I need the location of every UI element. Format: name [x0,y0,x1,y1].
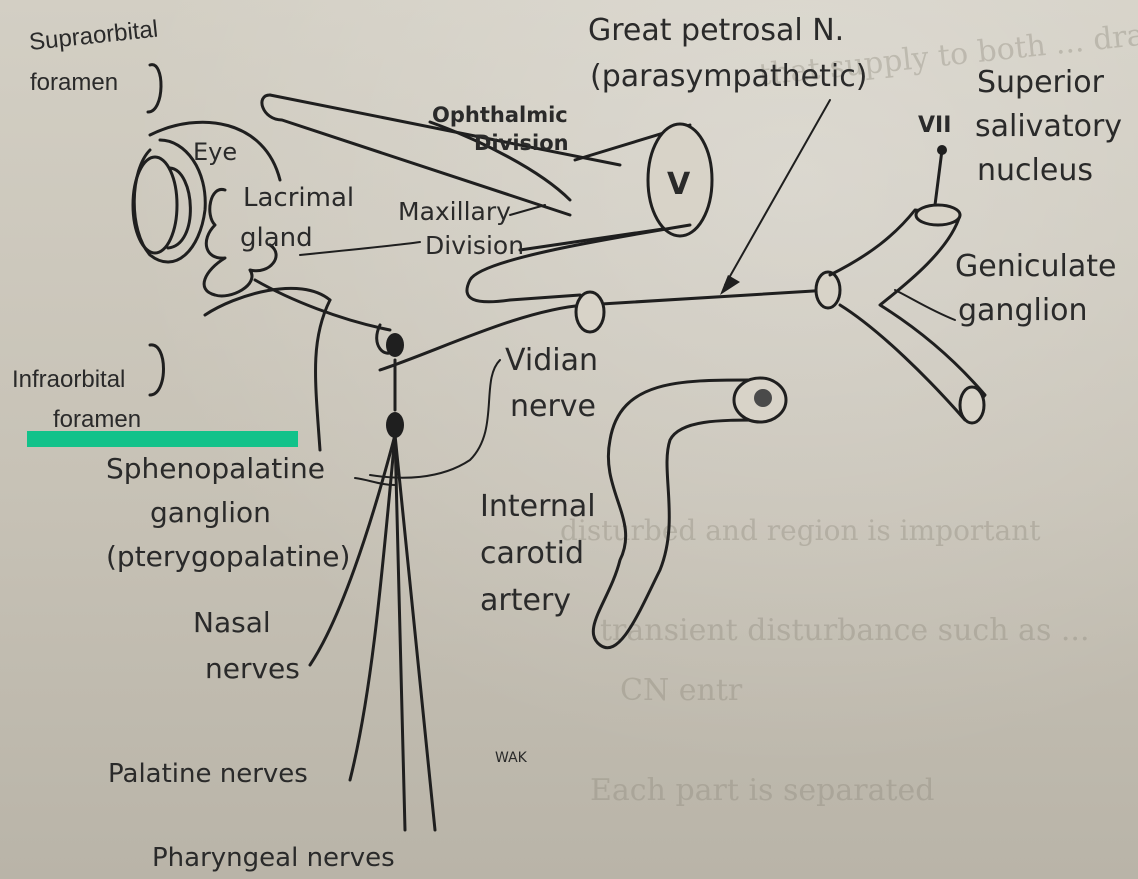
superior-label: Superior [977,65,1105,100]
vii-label: VII [918,113,951,138]
v-label: V [667,167,691,202]
great-petrosal-label: Great petrosal N. [588,13,844,48]
svg-text:disturbed and region is import: disturbed and region is important [560,514,1041,547]
eye-label: Eye [193,138,237,166]
lacrimal-label: Lacrimal [243,183,354,213]
infraorbital-label: Infraorbital [12,366,125,393]
internal-label: Internal [480,489,596,524]
supraorbital-label: Supraorbital [28,16,160,56]
svg-text:CN entr: CN entr [620,673,743,708]
salivatory-label: salivatory [975,109,1122,144]
maxillary-division-connector [300,242,420,255]
sphenopalatine-label: Sphenopalatine [106,452,325,485]
ophthalmic-label-2: Division [474,131,569,155]
geniculate-pointer [895,290,955,320]
sphenopalatine-label-3: (pterygopalatine) [106,540,350,573]
pharyngeal-label: Pharyngeal nerves [152,843,395,873]
supraorbital-label-2: foramen [30,69,118,96]
great-petrosal-arrow [720,100,830,295]
great-petrosal-label-2: (parasympathetic) [590,59,867,94]
geniculate-ganglion-drawing [830,145,985,423]
infraorbital-foramen-bracket [150,345,164,395]
signature-label: WAK [495,750,528,766]
vidian-label: Vidian [505,343,598,378]
maxillary-label: Maxillary [398,197,511,226]
artery-label: artery [480,583,571,618]
vidian-nerve-line [380,272,840,370]
ophthalmic-label: Ophthalmic [432,103,568,127]
internal-carotid-artery-drawing [593,378,786,648]
lacrimal-label-2: gland [240,223,313,253]
nucleus-label: nucleus [977,153,1093,188]
geniculate-label: Geniculate [955,249,1117,284]
svg-text:Each part is separated: Each part is separated [590,773,934,808]
maxillary-label-2: Division [425,231,524,260]
geniculate-label-2: ganglion [958,293,1088,328]
sphenopalatine-label-2: ganglion [150,496,271,529]
nasal-label: Nasal [193,606,271,639]
supraorbital-foramen-bracket [148,65,161,112]
carotid-label: carotid [480,536,584,571]
nasal-label-2: nerves [205,652,300,685]
infraorbital-label-2: foramen [53,406,141,433]
highlight-bar [27,431,298,447]
sphenopalatine-pointer [355,478,395,485]
palatine-label: Palatine nerves [108,759,308,789]
svg-text:transient disturbance such as: transient disturbance such as ... [600,613,1089,648]
maxillary-pointer [510,205,545,215]
vidian-label-2: nerve [510,389,596,424]
